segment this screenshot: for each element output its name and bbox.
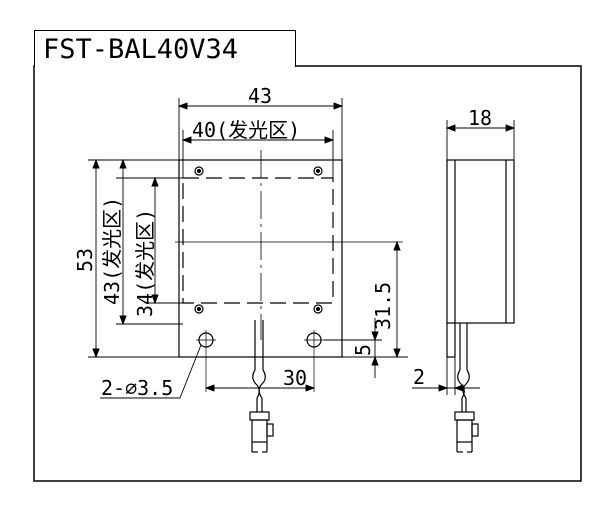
side-body <box>446 159 515 324</box>
cable-front <box>252 320 266 412</box>
emitting-area <box>182 177 334 304</box>
front-view <box>175 150 403 453</box>
dim-inner-vertical: 34(发光区) <box>133 209 157 317</box>
part-number-title: FST-BAL40V34 <box>43 34 239 65</box>
dim-width-emit: 40(发光区) <box>192 118 300 142</box>
cable-side <box>457 323 470 412</box>
dim-height-emit: 43(发光区) <box>100 197 124 305</box>
mounting-hole <box>196 330 216 392</box>
drawing-frame <box>33 65 582 482</box>
dim-hole-label: 2-⌀3.5 <box>101 376 173 400</box>
dim-side-width: 18 <box>468 106 492 130</box>
front-body <box>178 159 343 358</box>
corner-screw <box>313 166 323 176</box>
mounting-hole <box>304 330 324 392</box>
side-dimensions <box>412 120 516 395</box>
dim-small-vertical: 5 <box>351 344 375 356</box>
connector-side <box>454 411 479 453</box>
dim-right-vertical: 31.5 <box>371 282 395 330</box>
corner-screw <box>313 304 323 314</box>
dim-width-total: 43 <box>248 84 272 108</box>
dim-height-total: 53 <box>73 248 97 272</box>
dim-hole-spacing: 30 <box>283 366 307 390</box>
front-dimensions <box>88 98 408 399</box>
title-box: FST-BAL40V34 <box>34 30 296 67</box>
corner-screw <box>194 304 204 314</box>
side-view <box>446 159 515 453</box>
corner-screw <box>194 166 204 176</box>
dim-side-small: 2 <box>413 365 425 389</box>
connector-front <box>249 411 274 453</box>
